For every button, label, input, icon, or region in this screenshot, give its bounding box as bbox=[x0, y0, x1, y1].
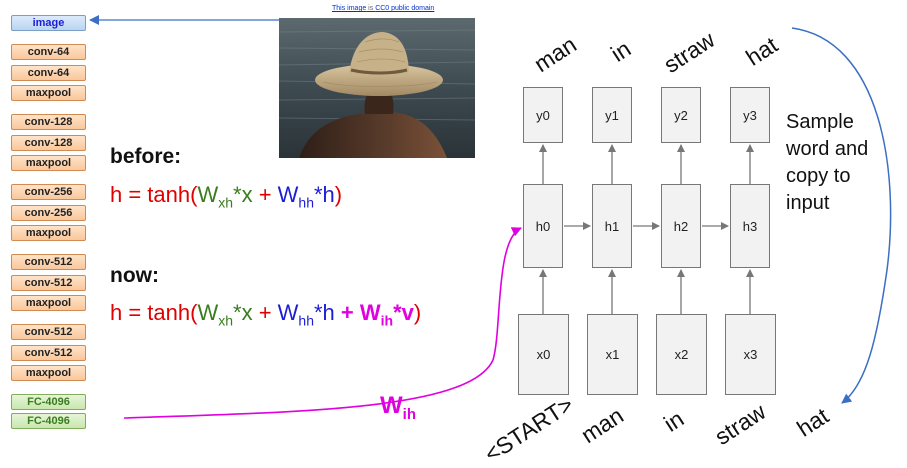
credit-link-license[interactable]: CC0 public domain bbox=[375, 5, 435, 12]
sample-feedback-arrow bbox=[791, 27, 892, 404]
cnn-layer: conv-512 bbox=[11, 275, 86, 291]
hidden-box-h2: h2 bbox=[661, 184, 701, 268]
hidden-box-h0: h0 bbox=[523, 184, 563, 268]
cnn-layer: conv-64 bbox=[11, 44, 86, 60]
wih-curve-arrow bbox=[123, 227, 522, 419]
formula-now-close: ) bbox=[413, 300, 422, 325]
formula-now-v: *v bbox=[393, 300, 414, 325]
wih-sub: ih bbox=[402, 405, 416, 423]
before-heading: before: bbox=[110, 145, 182, 168]
cnn-layer: conv-256 bbox=[11, 205, 86, 221]
input-box-x0: x0 bbox=[518, 314, 569, 395]
formula-before-x: *x bbox=[233, 182, 253, 207]
formula-before-hh-sub: hh bbox=[298, 194, 314, 211]
cnn-layer: conv-256 bbox=[11, 184, 86, 200]
now-heading: now: bbox=[110, 264, 159, 287]
formula-now-xh-sub: xh bbox=[218, 312, 234, 329]
input-photo bbox=[279, 18, 475, 158]
formula-now-plus1: + bbox=[252, 300, 278, 325]
cnn-layer: conv-512 bbox=[11, 345, 86, 361]
output-box-y0: y0 bbox=[523, 87, 563, 143]
cnn-layer: conv-128 bbox=[11, 114, 86, 130]
cnn-layer: maxpool bbox=[11, 85, 86, 101]
formula-now-wih: + Wih*v bbox=[334, 300, 414, 329]
formula-now-h2: *h bbox=[314, 300, 335, 325]
wih-w: W bbox=[380, 392, 403, 419]
credit-separator: is bbox=[366, 5, 376, 12]
formula-before-h: h = tanh( bbox=[110, 182, 198, 207]
formula-before-whh: Whh*h bbox=[277, 182, 335, 211]
formula-now: h = tanh(Wxh*x + Whh*h + Wih*v) bbox=[110, 300, 421, 328]
sample-copy-note: Sample word and copy to input bbox=[786, 111, 869, 214]
output-arrows bbox=[539, 144, 754, 184]
formula-before-wxh: Wxh*x bbox=[197, 182, 253, 211]
formula-before-close: ) bbox=[334, 182, 343, 207]
hidden-box-h1: h1 bbox=[592, 184, 632, 268]
cnn-layer: maxpool bbox=[11, 365, 86, 381]
cnn-layer: conv-64 bbox=[11, 65, 86, 81]
formula-now-wxh: Wxh*x bbox=[197, 300, 253, 329]
output-box-y3: y3 bbox=[730, 87, 770, 143]
formula-now-w1: W bbox=[197, 300, 219, 325]
output-box-y1: y1 bbox=[592, 87, 632, 143]
cnn-layer: conv-512 bbox=[11, 324, 86, 340]
cnn-layer: maxpool bbox=[11, 155, 86, 171]
cnn-layer: conv-128 bbox=[11, 135, 86, 151]
formula-before-h2: *h bbox=[314, 182, 335, 207]
cnn-layer-image: image bbox=[11, 15, 86, 31]
input-box-x1: x1 bbox=[587, 314, 638, 395]
formula-now-plus2: + bbox=[334, 300, 360, 325]
formula-now-ih-sub: ih bbox=[380, 312, 394, 329]
formula-before-w2: W bbox=[277, 182, 299, 207]
formula-now-w2: W bbox=[277, 300, 299, 325]
hidden-box-h3: h3 bbox=[730, 184, 770, 268]
input-box-x3: x3 bbox=[725, 314, 776, 395]
output-box-y2: y2 bbox=[661, 87, 701, 143]
formula-now-w3: W bbox=[359, 300, 381, 325]
formula-now-whh: Whh*h bbox=[277, 300, 335, 329]
formula-now-hh-sub: hh bbox=[298, 312, 314, 329]
wih-label: Wih bbox=[380, 392, 416, 423]
cnn-layer-fc: FC-4096 bbox=[11, 394, 86, 410]
formula-before-w1: W bbox=[197, 182, 219, 207]
input-arrows bbox=[539, 269, 754, 314]
formula-before: h = tanh(Wxh*x + Whh*h) bbox=[110, 182, 342, 210]
formula-now-h: h = tanh( bbox=[110, 300, 198, 325]
photo-credit[interactable]: This image is CC0 public domain bbox=[332, 5, 434, 12]
cnn-layer-fc: FC-4096 bbox=[11, 413, 86, 429]
formula-now-x: *x bbox=[233, 300, 253, 325]
cnn-layer: conv-512 bbox=[11, 254, 86, 270]
formula-before-xh-sub: xh bbox=[218, 194, 234, 211]
input-box-x2: x2 bbox=[656, 314, 707, 395]
formula-before-plus: + bbox=[252, 182, 278, 207]
cnn-layer: maxpool bbox=[11, 225, 86, 241]
credit-link-image[interactable]: This image bbox=[332, 5, 367, 12]
cnn-layer: maxpool bbox=[11, 295, 86, 311]
